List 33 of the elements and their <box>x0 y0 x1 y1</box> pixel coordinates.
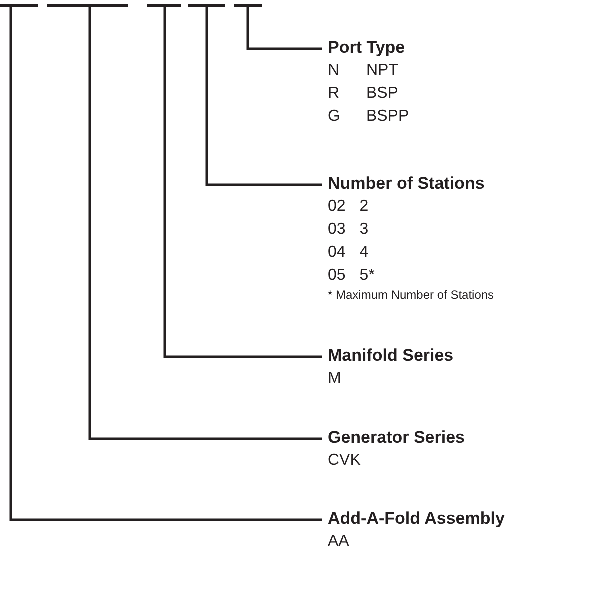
option-code: 04 <box>328 243 346 263</box>
option-code: R <box>328 84 340 104</box>
option-code: 02 <box>328 197 346 217</box>
footnote: * Maximum Number of Stations <box>328 288 494 302</box>
code-blank-line <box>0 4 38 7</box>
field-heading: Generator Series <box>328 428 466 448</box>
option-code: N <box>328 61 340 81</box>
option-description: 4 <box>360 243 370 263</box>
option-code: 05 <box>328 266 346 286</box>
leader-line <box>10 7 322 522</box>
leader-line <box>246 7 322 50</box>
leader-line <box>206 7 322 186</box>
option-description: BSPP <box>366 107 410 127</box>
field-heading: Port Type <box>328 38 406 58</box>
option-description: NPT <box>366 61 400 81</box>
code-blank-line <box>147 4 181 7</box>
option-description: BSP <box>366 84 400 104</box>
field-heading: Add-A-Fold Assembly <box>328 509 505 529</box>
option-description: 5* <box>360 266 375 286</box>
option-code: CVK <box>328 451 361 471</box>
code-blank-line <box>234 4 262 7</box>
field-heading: Number of Stations <box>328 174 485 194</box>
leader-line <box>88 7 322 440</box>
option-code: 03 <box>328 220 346 240</box>
leader-line <box>164 7 322 358</box>
field-heading: Manifold Series <box>328 346 454 366</box>
option-code: M <box>328 369 342 389</box>
code-blank-line <box>47 4 128 7</box>
code-blank-line <box>188 4 225 7</box>
option-description: 3 <box>360 220 370 240</box>
option-description: 2 <box>360 197 370 217</box>
option-code: AA <box>328 532 350 552</box>
option-code: G <box>328 107 340 127</box>
